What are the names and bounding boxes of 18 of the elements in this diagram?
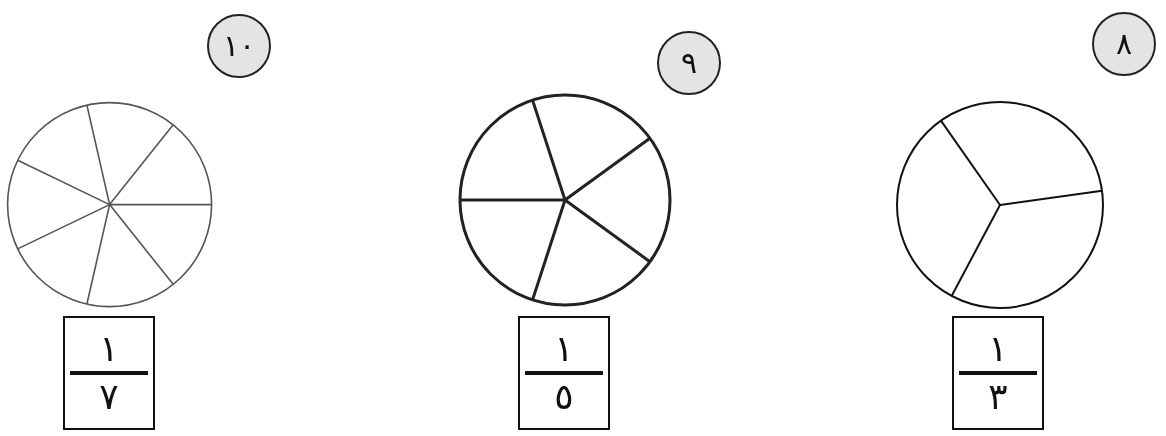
divided-circle (6, 101, 214, 309)
problem-number: ٩ (680, 48, 698, 78)
problem-number: ٨ (1115, 29, 1133, 59)
fraction-box (63, 316, 155, 430)
numerator: ١ (554, 329, 574, 369)
number-badge (1092, 12, 1156, 76)
denominator: ٣ (988, 377, 1008, 417)
fraction-box (952, 316, 1044, 430)
denominator: ٥ (554, 377, 574, 417)
problem-number: ١٠ (222, 31, 256, 61)
numerator: ١ (99, 329, 119, 369)
divided-circle (457, 92, 673, 308)
divided-circle (895, 100, 1105, 310)
number-badge (657, 31, 721, 95)
numerator: ١ (988, 329, 1008, 369)
number-badge (207, 14, 271, 78)
fraction-box (518, 316, 610, 430)
denominator: ٧ (99, 377, 119, 417)
